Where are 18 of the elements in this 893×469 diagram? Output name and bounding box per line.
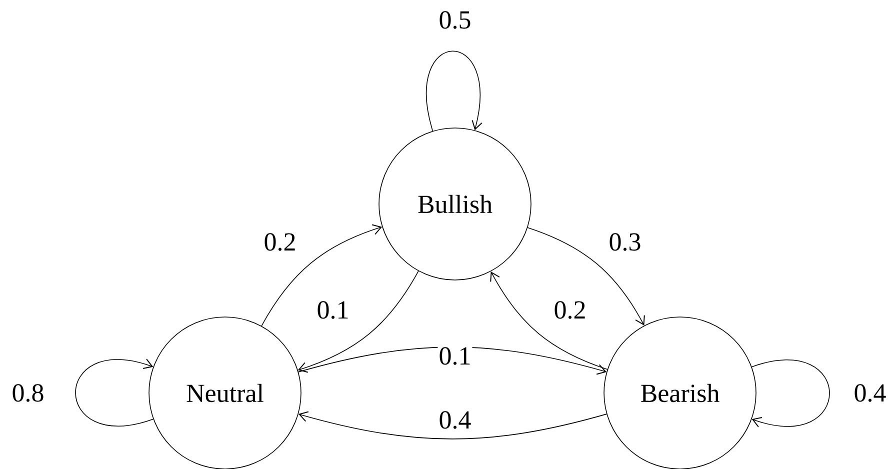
arrow — [75, 358, 154, 426]
edge-label: 0.4 — [852, 383, 888, 403]
edge-label: 0.2 — [552, 300, 588, 320]
edge-label: 0.1 — [316, 300, 350, 320]
arrow — [298, 411, 607, 440]
arrow — [751, 360, 830, 428]
arrow — [527, 227, 645, 326]
arrow — [490, 271, 608, 370]
arrow — [298, 270, 419, 373]
arrow — [261, 224, 382, 326]
edge-label: 0.8 — [10, 383, 46, 403]
edge-label: 0.1 — [438, 346, 472, 366]
edge-label: 0.3 — [608, 232, 642, 252]
arrow — [298, 346, 607, 375]
edge-label: 0.5 — [438, 10, 472, 30]
edge-label: 0.4 — [438, 410, 472, 430]
edge-label: 0.2 — [262, 232, 298, 252]
arrow — [426, 50, 482, 132]
